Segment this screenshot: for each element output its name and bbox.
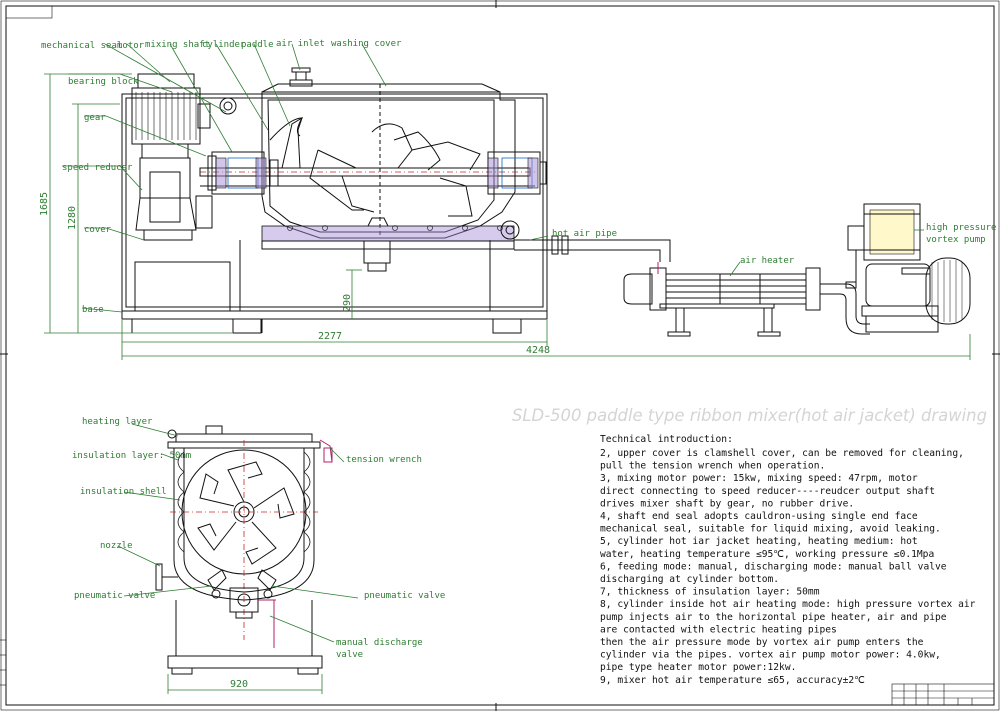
foot-left (232, 318, 262, 334)
label-insulation-layer: insulation layer: 50mm (72, 451, 191, 461)
label-manual-discharge-valve: valve (336, 650, 363, 660)
part-labels: mechanical seal motor mixing shaft cylin… (41, 39, 996, 660)
technical-line: are contacted with electric heating pipe… (600, 624, 837, 635)
air-heater (623, 262, 870, 337)
bearing-block-left (207, 151, 279, 195)
label-speed-reducer: speed reducer (62, 163, 133, 173)
motor (131, 73, 211, 159)
technical-line: 5, cylinder hot iar jacket heating, heat… (600, 536, 918, 547)
technical-notes: 2, upper cover is clamshell cover, can b… (600, 448, 976, 686)
dim-height-body: 1280 (67, 206, 78, 230)
dim-height-leg: 290 (342, 294, 353, 312)
technical-line: 3, mixing motor power: 15kw, mixing spee… (600, 473, 918, 484)
inner-frame (5, 5, 995, 706)
label-heating-layer: heating layer (82, 417, 153, 427)
label-vortex-pump: vortex pump (926, 235, 986, 245)
label-mechanical-seal: mechanical seal (41, 41, 122, 51)
technical-line: 7, thickness of insulation layer: 50mm (600, 587, 820, 598)
dim-length-mixer: 2277 (318, 331, 342, 342)
margin-ticks (0, 639, 6, 686)
technical-line: then the air pressure mode by vortex air… (600, 637, 924, 648)
label-tension-wrench: tension wrench (346, 455, 422, 465)
label-cover: cover (84, 225, 112, 235)
label-cylinder: cylinder (202, 40, 246, 50)
speed-reducer (135, 157, 213, 241)
label-air-inlet: air inlet (276, 39, 325, 49)
technical-line: mechanical seal, suitable for liquid mix… (600, 524, 941, 535)
technical-line: drives mixer shaft by gear, no rubber dr… (600, 498, 854, 509)
label-high-pressure: high pressure (926, 223, 996, 233)
technical-line: pump injects air to the horizontal pipe … (600, 612, 947, 623)
base-frame (121, 93, 548, 312)
dim-width-side: 920 (230, 679, 248, 690)
technical-line: water, heating temperature ≤95℃, working… (600, 549, 934, 560)
heating-pipe-dots (287, 225, 503, 231)
label-nozzle: nozzle (100, 541, 133, 551)
air-inlet-nozzle (289, 79, 313, 87)
washing-cover (261, 83, 501, 93)
paddles (269, 116, 481, 217)
leader-lines (62, 43, 924, 643)
label-paddle: paddle (241, 40, 274, 50)
technical-line: 6, feeding mode: manual, discharging mod… (600, 561, 947, 572)
heating-layer-scallops (177, 451, 311, 553)
technical-line: cylinder via the pipes. vortex air pump … (600, 650, 941, 661)
label-hot-air-pipe: hot air pipe (552, 229, 617, 239)
base-plate (121, 310, 548, 320)
technical-line: direct connecting to speed reducer----re… (600, 486, 935, 497)
dimension-lines (44, 73, 971, 694)
label-washing-cover: washing cover (331, 39, 402, 49)
label-gear: gear (84, 113, 106, 123)
dimension-texts: 1685 1280 290 2277 4248 920 (39, 192, 550, 690)
technical-line: 4, shaft end seal adopts cauldron-using … (600, 511, 918, 522)
label-insulation-shell: insulation shell (80, 487, 167, 497)
corner-box (5, 5, 53, 19)
technical-line: 9, mixer hot air temperature ≤65, accura… (600, 675, 865, 686)
front-view (121, 67, 671, 334)
technical-line: 2, upper cover is clamshell cover, can b… (600, 448, 964, 459)
bearing-block-right (487, 151, 547, 195)
manual-discharge-valve (229, 587, 276, 648)
dim-height-total: 1685 (39, 192, 50, 216)
hot-air-pipe (514, 235, 671, 262)
drawing-title: SLD-500 paddle type ribbon mixer(hot air… (512, 406, 987, 426)
technical-line: pipe type heater motor power:12kw. (600, 662, 796, 673)
technical-line: discharging at cylinder bottom. (600, 574, 779, 585)
label-air-heater: air heater (740, 256, 795, 266)
title-block (891, 683, 995, 706)
label-pneumatic-valve-right: pneumatic valve (364, 591, 445, 601)
label-pneumatic-valve-left: pneumatic valve (74, 591, 155, 601)
vortex-pump (847, 203, 971, 333)
discharge-valve-front (363, 240, 391, 264)
side-view (155, 425, 333, 675)
foot-right (492, 318, 522, 334)
label-bearing-block: bearing block (68, 77, 139, 87)
pneumatic-valve-right (257, 569, 277, 599)
technical-line: 8, cylinder inside hot air heating mode:… (600, 599, 976, 610)
gear-front (219, 97, 237, 115)
tension-wrench (319, 439, 333, 463)
dim-length-total: 4248 (526, 345, 550, 356)
heating-jacket (261, 225, 515, 242)
label-base: base (82, 305, 104, 315)
label-mixing-shaft: mixing shaft (145, 40, 210, 50)
side-nozzle (155, 563, 163, 591)
side-blades (197, 461, 295, 565)
technical-line: pull the tension wrench when operation. (600, 461, 825, 472)
label-motor: motor (117, 41, 145, 51)
technical-heading: Technical introduction: (600, 434, 733, 445)
pneumatic-valve-left (207, 569, 227, 599)
label-manual-discharge: manual discharge (336, 638, 423, 648)
